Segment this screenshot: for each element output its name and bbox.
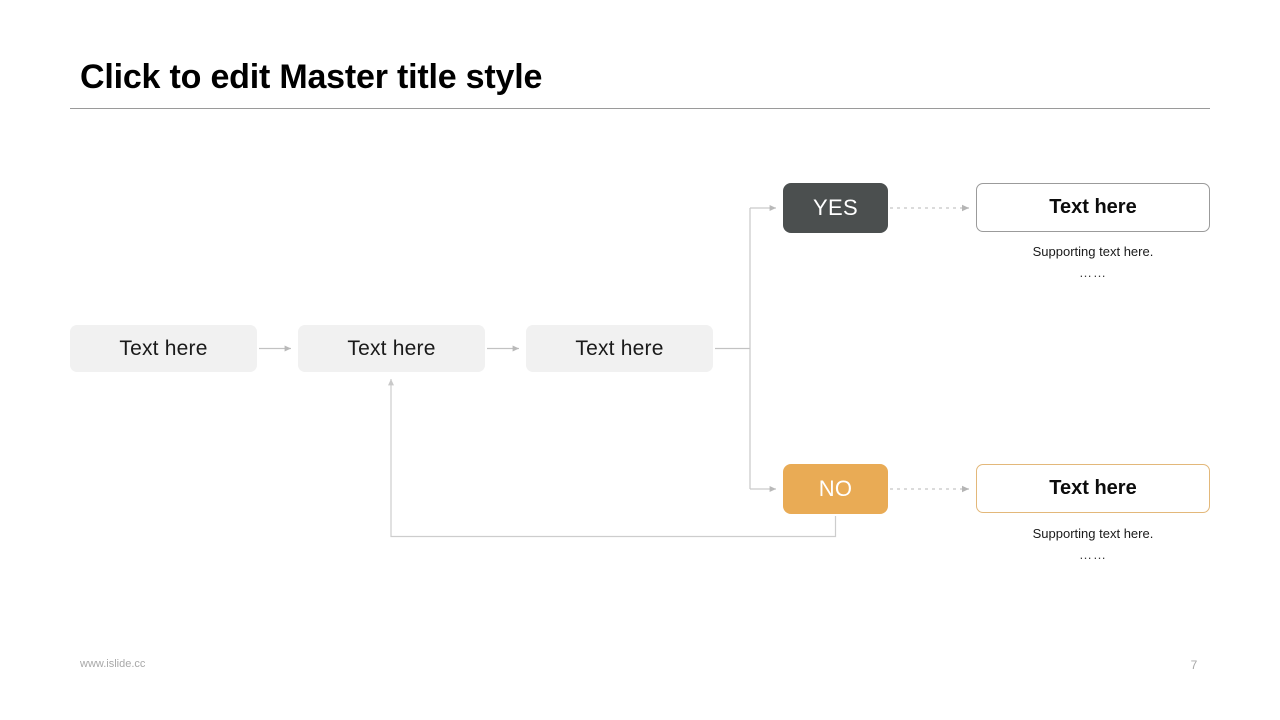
outcome-support-text-no: Supporting text here.: [1032, 526, 1154, 541]
process-step-1[interactable]: Text here: [70, 325, 257, 372]
outcome-support-yes: Supporting text here. ……: [976, 245, 1210, 279]
feedback-loop-connector: [388, 379, 837, 538]
page-number: 7: [1190, 658, 1198, 672]
decision-badge-yes[interactable]: YES: [783, 183, 888, 233]
outcome-ellipsis-no: ……: [1079, 547, 1107, 562]
decision-badge-no[interactable]: NO: [783, 464, 888, 514]
footer-url[interactable]: www.islide.cc: [80, 658, 146, 670]
process-step-2[interactable]: Text here: [298, 325, 485, 372]
outcome-support-no: Supporting text here. ……: [976, 527, 1210, 561]
process-step-3[interactable]: Text here: [526, 325, 713, 372]
page-title: Click to edit Master title style: [80, 58, 543, 96]
outcome-ellipsis-yes: ……: [1079, 265, 1107, 280]
outcome-card-yes[interactable]: Text here: [976, 183, 1210, 232]
outcome-card-no[interactable]: Text here: [976, 464, 1210, 513]
outcome-support-text-yes: Supporting text here.: [1032, 244, 1154, 259]
title-divider: [70, 108, 1210, 109]
